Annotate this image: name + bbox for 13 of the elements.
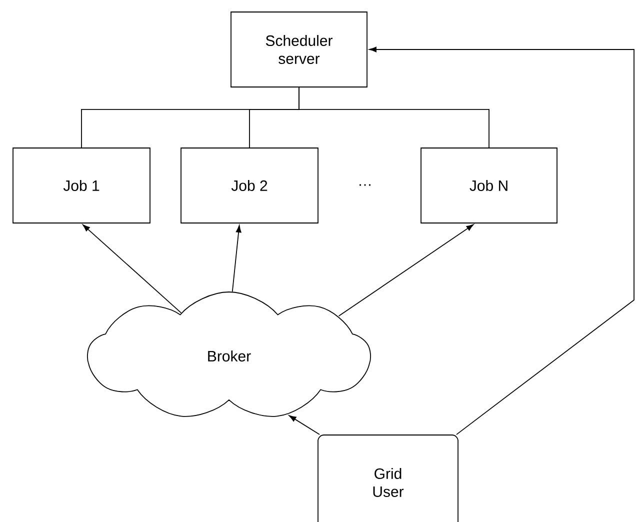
connector bbox=[338, 224, 474, 316]
connector bbox=[82, 224, 182, 314]
connector bbox=[298, 87, 490, 148]
job-box: Job N bbox=[420, 148, 558, 224]
connector bbox=[369, 46, 634, 435]
ellipsis: … bbox=[360, 184, 370, 186]
job-box: Job 2 bbox=[180, 148, 318, 224]
user-box: Grid User bbox=[318, 434, 458, 522]
job-box: Job 1 bbox=[12, 148, 150, 224]
connector bbox=[288, 415, 320, 435]
server-box: Scheduler server bbox=[230, 12, 368, 88]
connector bbox=[232, 225, 242, 292]
broker-cloud: Broker bbox=[87, 292, 371, 417]
